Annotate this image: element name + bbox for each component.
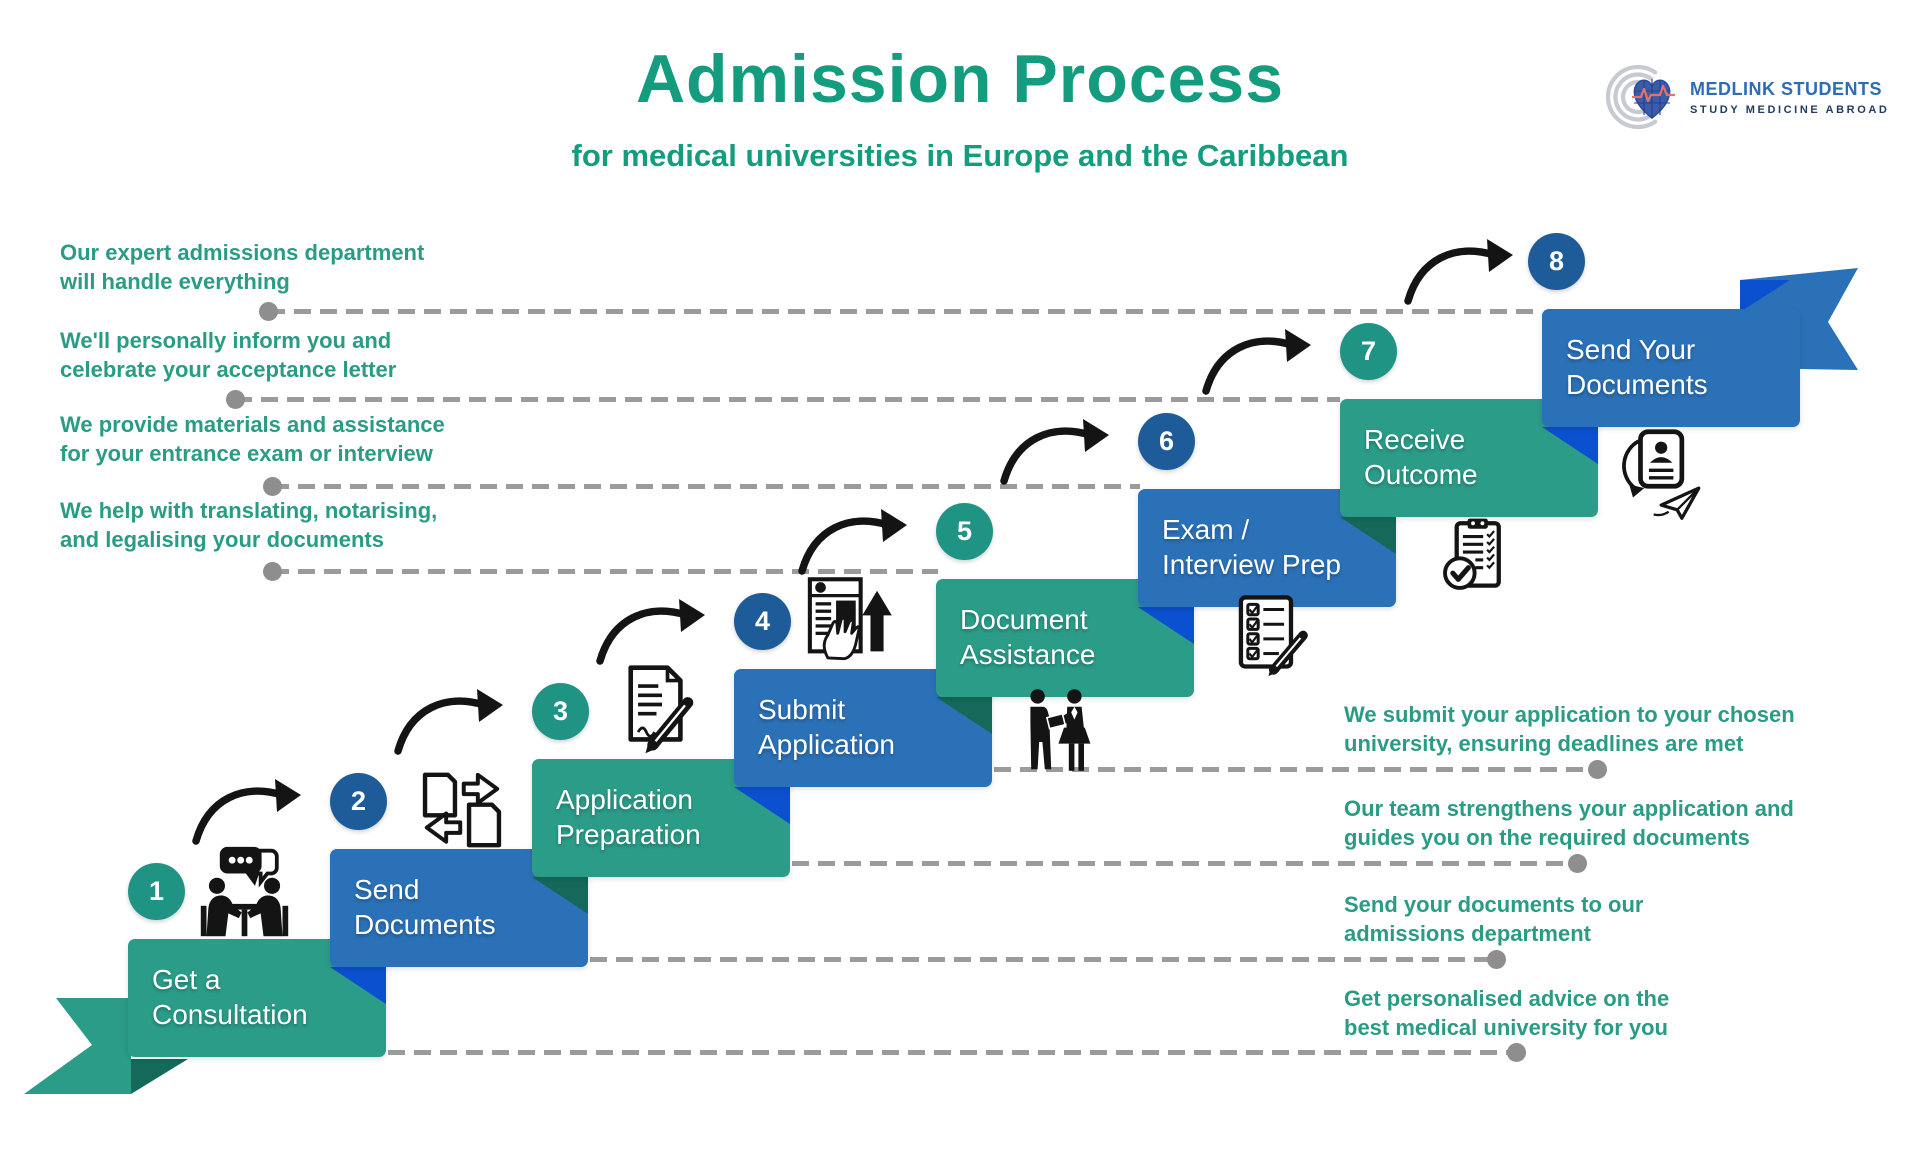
logo-name: MEDLINK STUDENTS [1690, 78, 1882, 99]
connector-right-3 [590, 950, 1506, 969]
annotation-send-documents: Send your documents to our admissions de… [1344, 892, 1644, 947]
annotation-submit-application: We submit your application to your chose… [1344, 702, 1795, 757]
ribbon-tail-left [24, 998, 188, 1094]
send-document-icon [1622, 429, 1701, 520]
step-number-2: 2 [330, 773, 387, 830]
step-number-text: 4 [754, 606, 771, 636]
annotation-exam-materials: We provide materials and assistance for … [60, 412, 445, 467]
step-number-4: 4 [734, 593, 791, 650]
connector-left-2 [226, 390, 1340, 409]
step-number-text: 3 [552, 696, 569, 726]
connector-dot [1568, 854, 1587, 873]
step-label: Submit Application [758, 694, 895, 760]
page-title: Admission Process [635, 41, 1285, 117]
medlink-logo-icon [1606, 64, 1675, 130]
connector-left-1 [259, 302, 1542, 321]
step-number-3: 3 [532, 683, 589, 740]
step-box-receive-outcome: Receive Outcome [1340, 399, 1598, 517]
connector-left-3 [263, 477, 1140, 496]
step-number-text: 8 [1548, 246, 1565, 276]
step-label: Get a Consultation [152, 964, 308, 1030]
document-pen-icon [628, 665, 694, 754]
connector-dot [1487, 950, 1506, 969]
connector-right-2 [792, 854, 1587, 873]
annotation-acceptance-letter: We'll personally inform you and celebrat… [60, 328, 397, 383]
step-label: Send Your Documents [1566, 334, 1708, 400]
arrow-step-5-6 [1000, 419, 1109, 485]
connector-dot [259, 302, 278, 321]
arrow-step-1-2 [192, 779, 301, 845]
connector-dot [263, 477, 282, 496]
step-number-5: 5 [936, 503, 993, 560]
arrow-step-3-4 [596, 599, 705, 665]
connector-right-1 [994, 760, 1607, 779]
annotation-handle-everything: Our expert admissions department will ha… [60, 240, 425, 295]
step-label: Application Preparation [556, 784, 701, 850]
step-label: Exam / Interview Prep [1162, 514, 1341, 580]
arrow-step-7-8 [1404, 239, 1513, 305]
clipboard-check-icon [1443, 518, 1501, 590]
logo-tagline: STUDY MEDICINE ABROAD [1690, 103, 1890, 116]
arrow-step-6-7 [1202, 329, 1311, 395]
step-number-8: 8 [1528, 233, 1585, 290]
connector-dot [263, 562, 282, 581]
connector-dot [226, 390, 245, 409]
step-number-text: 7 [1360, 336, 1377, 366]
step-box-send-your-documents: Send Your Documents [1542, 309, 1800, 427]
step-number-6: 6 [1138, 413, 1195, 470]
connector-dot [1588, 760, 1607, 779]
step-label: Send Documents [354, 874, 496, 940]
step-number-1: 1 [128, 863, 185, 920]
document-exchange-icon [422, 772, 502, 848]
step-number-7: 7 [1340, 323, 1397, 380]
step-number-text: 2 [350, 786, 367, 816]
arrow-step-4-5 [798, 509, 907, 575]
submit-form-icon [807, 577, 892, 661]
handshake-icon [1030, 689, 1091, 771]
connector-left-4 [263, 562, 938, 581]
step-number-text: 6 [1158, 426, 1175, 456]
annotation-translating-docs: We help with translating, notarising, an… [60, 498, 438, 553]
consultation-icon [200, 846, 289, 937]
step-number-text: 1 [148, 876, 165, 906]
step-label: Receive Outcome [1364, 424, 1478, 490]
page-subtitle: for medical universities in Europe and t… [571, 138, 1349, 173]
arrow-step-2-3 [394, 689, 503, 755]
checklist-pencil-icon [1238, 595, 1308, 676]
step-label: Document Assistance [960, 604, 1096, 670]
annotation-personalised-advice: Get personalised advice on the best medi… [1344, 986, 1670, 1041]
connector-dot [1507, 1043, 1526, 1062]
connector-right-4 [388, 1043, 1526, 1062]
annotation-strengthen-application: Our team strengthens your application an… [1344, 796, 1794, 851]
step-number-text: 5 [956, 516, 973, 546]
medlink-logo: MEDLINK STUDENTS STUDY MEDICINE ABROAD [1606, 58, 1906, 136]
